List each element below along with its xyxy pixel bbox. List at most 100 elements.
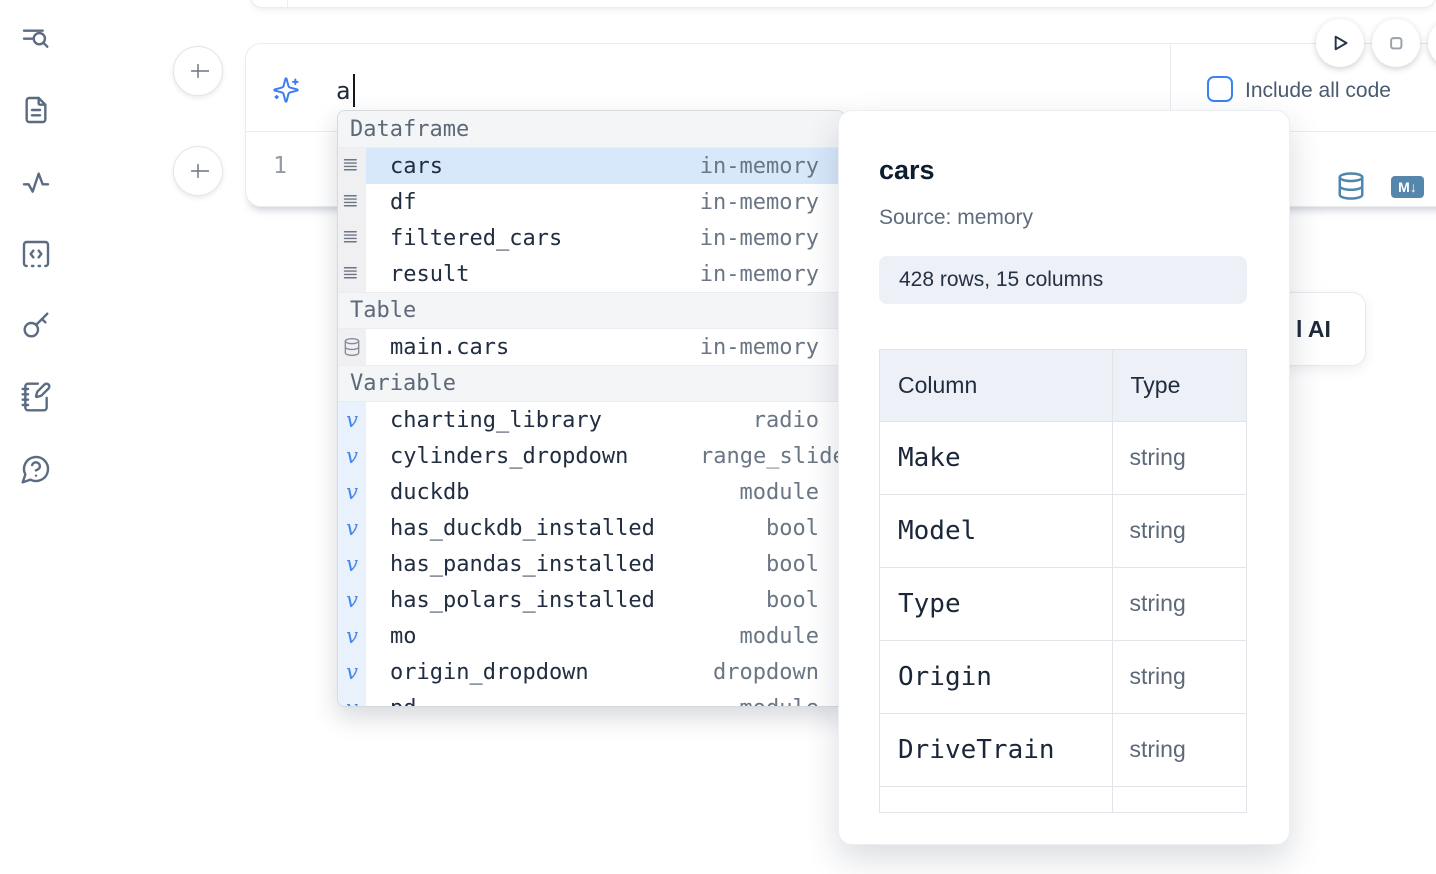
sidebar-button-file-text[interactable] bbox=[20, 94, 52, 126]
ai-prompt-input[interactable]: a bbox=[336, 77, 351, 105]
completion-item-filtered_cars[interactable]: filtered_cars in-memory bbox=[338, 220, 844, 256]
extra-action-button[interactable] bbox=[1428, 19, 1436, 67]
completion-item-gutter bbox=[338, 220, 366, 256]
sidebar-button-activity[interactable] bbox=[20, 167, 52, 199]
play-icon bbox=[1334, 35, 1348, 51]
schema-row bbox=[880, 785, 1246, 812]
completion-item-cylinders_dropdown[interactable]: v cylinders_dropdown range_slider bbox=[338, 438, 844, 474]
prompt-divider bbox=[1170, 44, 1171, 131]
stop-icon bbox=[1390, 37, 1403, 50]
completion-item-type: bool bbox=[766, 515, 819, 541]
code-box-dashed-icon bbox=[20, 238, 52, 270]
completion-item-gutter bbox=[338, 256, 366, 292]
completion-item-type: dropdown bbox=[713, 659, 819, 685]
completion-item-gutter: v bbox=[338, 510, 366, 546]
stop-button[interactable] bbox=[1372, 19, 1420, 67]
completion-item-name: has_duckdb_installed bbox=[390, 515, 655, 541]
completion-item-type: in-memory bbox=[699, 225, 819, 251]
dataframe-rows-icon bbox=[342, 228, 362, 248]
shape-badge: 428 rows, 15 columns bbox=[879, 256, 1247, 304]
completion-item-has_pandas_installed[interactable]: v has_pandas_installed bool bbox=[338, 546, 844, 582]
include-all-code-checkbox[interactable] bbox=[1207, 76, 1233, 102]
completion-item-type: bool bbox=[766, 551, 819, 577]
datasource-database-icon[interactable] bbox=[1336, 171, 1366, 201]
preview-source: Source: memory bbox=[879, 206, 1034, 229]
completion-item-type: range_slider bbox=[700, 443, 845, 469]
schema-column-type: string bbox=[1111, 566, 1246, 640]
previous-cell-remnant bbox=[250, 0, 1436, 8]
completion-item-gutter: v bbox=[338, 618, 366, 654]
completion-item-type: module bbox=[740, 696, 819, 707]
completion-item-type: in-memory bbox=[699, 261, 819, 287]
completion-item-name: has_pandas_installed bbox=[390, 551, 655, 577]
schema-column-name: Type bbox=[880, 566, 1112, 640]
add-cell-button-bottom[interactable] bbox=[173, 146, 223, 196]
variable-v-icon: v bbox=[346, 551, 358, 576]
completion-item-name: filtered_cars bbox=[390, 225, 563, 251]
sidebar-button-list-search[interactable] bbox=[20, 24, 52, 56]
list-search-icon bbox=[20, 24, 52, 56]
schema-header-type: Type bbox=[1111, 350, 1246, 421]
schema-column-type: string bbox=[1111, 420, 1246, 494]
completion-item-gutter bbox=[338, 184, 366, 220]
sidebar-button-notebook-pen[interactable] bbox=[20, 381, 52, 413]
completion-section-header-dataframe: Dataframe bbox=[338, 111, 844, 148]
sidebar-button-key[interactable] bbox=[20, 309, 52, 341]
completion-item-type: bool bbox=[766, 587, 819, 613]
schema-column-name: Origin bbox=[880, 639, 1112, 713]
completion-item-has_duckdb_installed[interactable]: v has_duckdb_installed bool bbox=[338, 510, 844, 546]
completion-item-result[interactable]: result in-memory bbox=[338, 256, 844, 292]
schema-column-name: Model bbox=[880, 493, 1112, 567]
completion-item-gutter: v bbox=[338, 402, 366, 438]
completion-item-type: module bbox=[739, 479, 819, 505]
completion-item-gutter bbox=[338, 329, 366, 365]
dataframe-rows-icon bbox=[342, 264, 362, 284]
completion-item-gutter: v bbox=[338, 438, 366, 474]
plus-icon bbox=[190, 63, 209, 79]
completion-item-pd[interactable]: v pd module bbox=[338, 690, 844, 707]
schema-column-name: DriveTrain bbox=[880, 712, 1112, 786]
markdown-icon[interactable]: M↓ bbox=[1391, 176, 1424, 198]
completion-section-header-variable: Variable bbox=[338, 365, 844, 402]
run-cell-button[interactable] bbox=[1316, 19, 1364, 67]
completion-item-gutter: v bbox=[338, 546, 366, 582]
variable-v-icon: v bbox=[346, 623, 358, 648]
completion-item-charting_library[interactable]: v charting_library radio bbox=[338, 402, 844, 438]
add-cell-button-top[interactable] bbox=[173, 46, 223, 96]
completion-item-name: df bbox=[390, 189, 417, 215]
completion-item-gutter: v bbox=[338, 582, 366, 618]
database-icon bbox=[342, 337, 362, 357]
completion-item-name: charting_library bbox=[390, 407, 602, 433]
completion-item-gutter: v bbox=[338, 654, 366, 690]
schema-column-type bbox=[1111, 785, 1246, 812]
schema-column-type: string bbox=[1111, 639, 1246, 713]
schema-column-type: string bbox=[1111, 493, 1246, 567]
sidebar-button-help-chat[interactable] bbox=[20, 453, 52, 485]
sidebar-button-code-box-dashed[interactable] bbox=[20, 238, 52, 270]
completion-item-name: result bbox=[390, 261, 470, 287]
completion-item-type: radio bbox=[752, 407, 819, 433]
completion-item-type: in-memory bbox=[699, 334, 819, 360]
dataframe-rows-icon bbox=[342, 192, 362, 212]
schema-column-name: Make bbox=[880, 420, 1112, 494]
completion-item-name: cylinders_dropdown bbox=[390, 443, 629, 469]
completion-item-gutter bbox=[338, 148, 366, 184]
notebook-pen-icon bbox=[20, 381, 52, 413]
key-icon bbox=[20, 309, 52, 341]
completion-item-gutter: v bbox=[338, 690, 366, 706]
schema-header-column: Column bbox=[880, 350, 1112, 421]
completion-item-name: pd bbox=[390, 696, 417, 707]
